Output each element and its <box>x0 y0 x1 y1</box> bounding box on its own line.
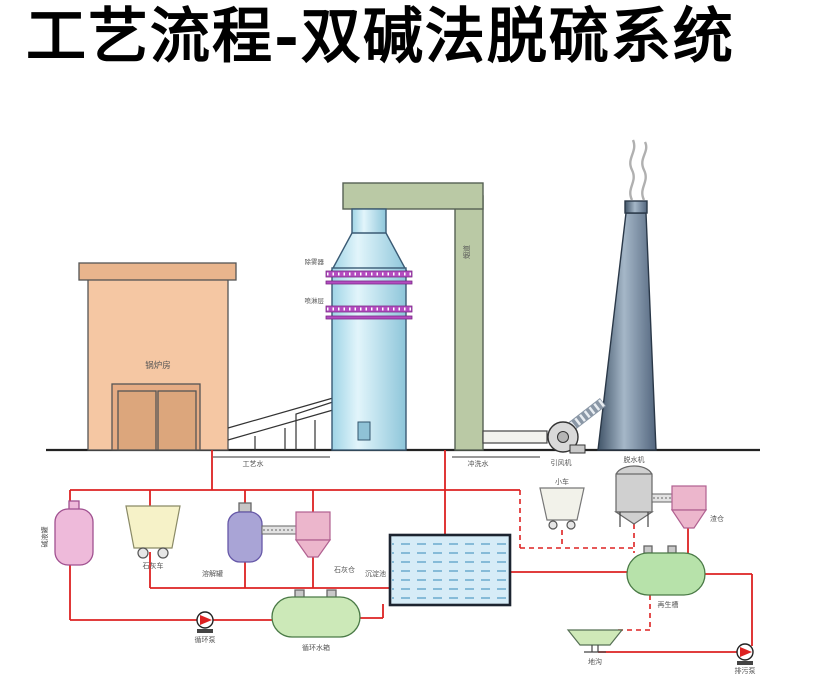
building-door-left <box>117 390 157 451</box>
lime-cart <box>125 505 181 559</box>
fan-label: 引风机 <box>551 458 572 467</box>
spray-layer-label: 喷淋层 <box>305 296 325 305</box>
flue-label: 烟道 <box>462 245 471 259</box>
regeneration-tank <box>626 545 706 596</box>
drain-pump <box>736 643 754 665</box>
flue-duct-beam <box>342 182 484 210</box>
settling-pool-label: 沉淀池 <box>365 569 386 578</box>
smoke-icon <box>629 139 648 201</box>
circulation-pump <box>196 611 214 633</box>
screw-conveyor-left <box>261 525 297 535</box>
absorber-tower <box>325 208 413 451</box>
circ-pump-label: 循环泵 <box>195 635 216 644</box>
dewater-label: 脱水机 <box>624 455 645 464</box>
drain-pump-label: 排污泵 <box>735 666 756 675</box>
tower-body <box>331 267 407 451</box>
fan-inlet-duct <box>482 430 548 444</box>
dewatering-tank <box>614 465 654 527</box>
pipes-solid <box>69 450 753 653</box>
slag-cart <box>539 487 585 530</box>
cart-wheel <box>566 520 576 530</box>
chimney <box>597 200 657 451</box>
circ-tank-label: 循环水箱 <box>302 643 330 652</box>
tower-demister-band <box>325 270 413 285</box>
demister-label: 除雾器 <box>305 257 325 266</box>
pipes-dashed <box>519 490 651 631</box>
flue-duct <box>342 182 484 451</box>
chimney-body <box>597 212 657 451</box>
cart-wheel <box>137 547 149 559</box>
pool-water <box>392 537 508 603</box>
conveyor-gallery <box>227 395 343 450</box>
lime-silo <box>294 511 332 558</box>
drain-dish <box>566 629 624 653</box>
lime-cart-label: 石灰车 <box>143 561 164 570</box>
slag-cart-label: 小车 <box>555 477 569 486</box>
screw-conveyor-right <box>651 493 673 503</box>
page-title: 工艺流程-双碱法脱硫系统 <box>26 2 735 72</box>
flue-duct-leg <box>454 195 484 451</box>
equipment-labels: 锅炉房 除雾器 喷淋层 烟道 引风机 工艺水 冲洗水 碱液罐 石灰车 溶解罐 石… <box>40 245 756 675</box>
id-fan <box>482 398 607 454</box>
tower-cone <box>330 232 408 271</box>
dissolve-tank <box>227 502 263 563</box>
fan-motor <box>569 444 586 454</box>
dissolve-tank-label: 溶解罐 <box>202 569 223 578</box>
tower-outlet-stub <box>351 208 387 235</box>
alkali-tank-label: 碱液罐 <box>40 527 49 548</box>
fan-hub <box>557 431 569 443</box>
circulation-tank <box>271 589 361 638</box>
tower-spray-band <box>325 305 413 320</box>
tank-nozzle <box>667 545 677 554</box>
lime-silo-label: 石灰仓 <box>334 565 355 574</box>
chimney-cap <box>624 200 648 214</box>
process-water-label: 工艺水 <box>243 459 264 468</box>
agitator-motor <box>238 502 252 513</box>
regen-tank-label: 再生槽 <box>658 600 679 609</box>
slag-silo-label: 渣仓 <box>710 514 724 523</box>
cart-wheel <box>548 520 558 530</box>
building-label: 锅炉房 <box>145 360 171 371</box>
building-roof <box>78 262 237 281</box>
cart-wheel <box>157 547 169 559</box>
settling-pool <box>388 533 512 607</box>
flush-water-label: 冲洗水 <box>468 459 489 468</box>
alkali-tank <box>54 500 94 566</box>
building-door-right <box>157 390 197 451</box>
slag-silo <box>670 485 708 529</box>
boiler-building <box>78 262 237 451</box>
tower-manhole <box>357 421 371 441</box>
drain-label: 地沟 <box>588 657 602 666</box>
tank-nozzle <box>643 545 653 554</box>
